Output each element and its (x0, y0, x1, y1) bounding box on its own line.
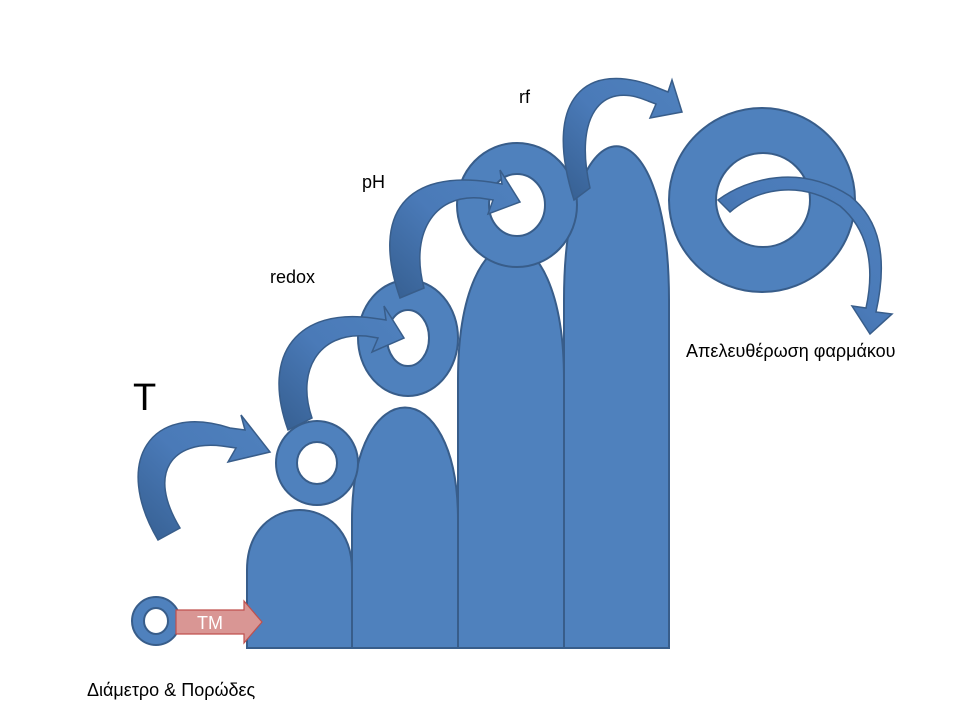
particle-rings (130, 107, 857, 646)
dome-step-4 (563, 145, 670, 649)
ring-small-start (130, 596, 182, 646)
tm-label: TM (197, 613, 223, 633)
label-rf: rf (519, 87, 531, 107)
arrow-t-icon (137, 414, 272, 542)
label-diameter-pores: Διάμετρο & Πορώδες (87, 680, 256, 700)
ring-step-2 (356, 279, 460, 397)
label-t: T (133, 377, 156, 419)
arrow-redox-icon (278, 305, 406, 432)
tm-arrow: TM (175, 599, 263, 645)
arrow-rf-icon (562, 77, 683, 202)
arrow-ph-icon (389, 169, 522, 299)
label-drug-release: Απελευθέρωση φαρμάκου (686, 341, 896, 361)
ring-release (667, 107, 857, 293)
dome-step-2 (351, 406, 459, 649)
label-ph: pH (362, 172, 385, 192)
ring-step-1 (274, 420, 360, 506)
label-redox: redox (270, 267, 315, 287)
curved-arrows (137, 77, 894, 542)
tm-arrow-icon (175, 599, 263, 645)
arrow-release-icon (716, 176, 894, 336)
step-domes (246, 145, 670, 649)
dome-step-1 (246, 509, 353, 649)
dome-step-3 (457, 244, 565, 649)
ring-step-3 (455, 142, 579, 268)
